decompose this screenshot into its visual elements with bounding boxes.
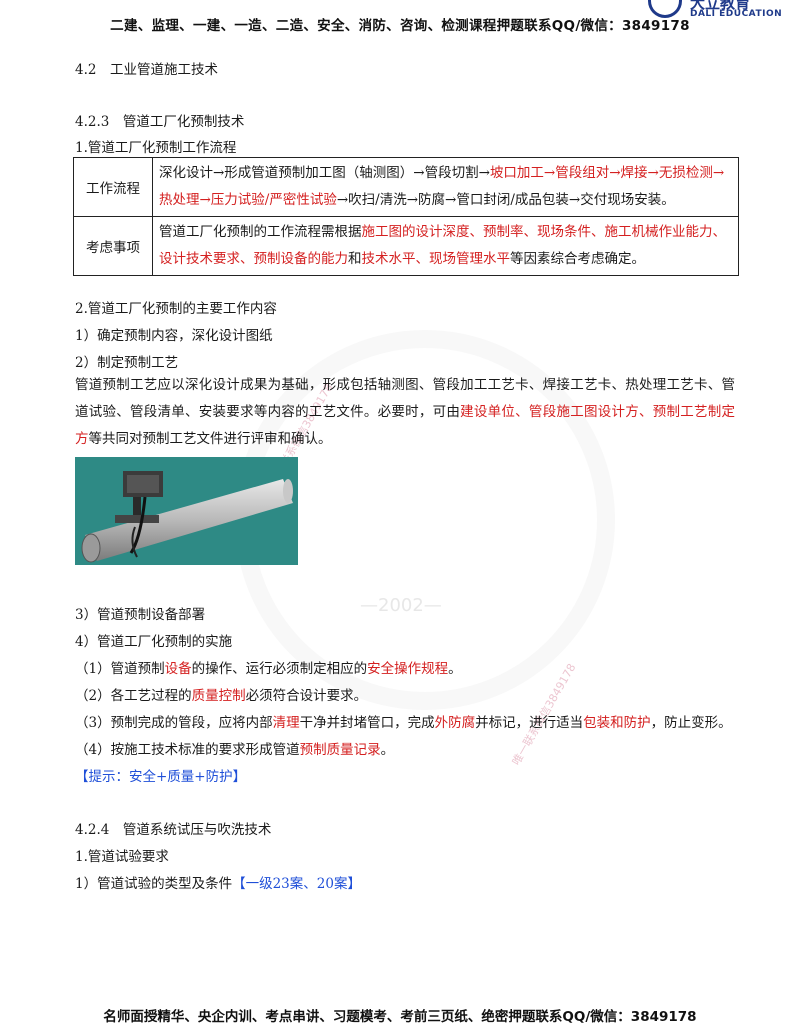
highlight-text: 清理 bbox=[272, 715, 300, 731]
list-item: （3）预制完成的管段，应将内部清理干净并封堵管口，完成外防腐并标记，进行适当包装… bbox=[75, 711, 732, 731]
table-key-cell: 考虑事项 bbox=[73, 216, 153, 276]
highlight-text: 坡口加工→管段组对→焊接→无损检测→热处理→压力试验/严密性试验 bbox=[159, 165, 725, 208]
text-span: 必须符合设计要求。 bbox=[245, 688, 368, 704]
list-item: （2）各工艺过程的质量控制必须符合设计要求。 bbox=[75, 684, 367, 704]
list-item: 1）管道试验的类型及条件【一级23案、20案】 bbox=[75, 872, 361, 892]
text-span: 干净并封堵管口，完成 bbox=[299, 715, 435, 731]
pipe-cutting-machine-icon bbox=[81, 471, 293, 563]
section-heading: 4.2.4 管道系统试压与吹洗技术 bbox=[75, 822, 272, 838]
text-span: 并标记，进行适当 bbox=[475, 715, 584, 731]
text-span: ，防止变形。 bbox=[650, 715, 732, 731]
list-item: （1）管道预制设备的操作、运行必须制定相应的安全操作规程。 bbox=[75, 657, 462, 677]
highlight-text: 设备 bbox=[164, 661, 192, 677]
highlight-text: 施工图的设计深度、预制率、现场条件、施工机械作业能力、设计技术要求、预制设备的能… bbox=[159, 224, 726, 267]
highlight-text: 包装和防护 bbox=[583, 715, 651, 731]
text-span: （3）预制完成的管段，应将内部 bbox=[75, 715, 273, 731]
highlight-text: 安全操作规程 bbox=[367, 661, 449, 677]
text-span: 的操作、运行必须制定相应的 bbox=[191, 661, 368, 677]
pipe-prefabrication-photo bbox=[75, 457, 298, 565]
text-span: 和 bbox=[348, 251, 362, 267]
text-span: 。 bbox=[380, 742, 395, 758]
subsection-title: 1.管道试验要求 bbox=[75, 849, 169, 865]
process-paragraph: 管道预制工艺应以深化设计成果为基础，形成包括轴测图、管段加工工艺卡、焊接工艺卡、… bbox=[75, 372, 735, 453]
logo-chinese-name: 大立教育 bbox=[690, 0, 751, 12]
page-header: 二建、监理、一建、一造、二造、安全、消防、咨询、检测课程押题联系QQ/微信：38… bbox=[0, 0, 800, 46]
highlight-text: 预制质量记录 bbox=[299, 742, 381, 758]
table-key-cell: 工作流程 bbox=[73, 157, 153, 217]
logo-mark-icon bbox=[648, 0, 682, 18]
table-value-cell: 管道工厂化预制的工作流程需根据施工图的设计深度、预制率、现场条件、施工机械作业能… bbox=[152, 216, 739, 276]
list-item: 3）管道预制设备部署 bbox=[75, 607, 206, 623]
list-item: 1）确定预制内容，深化设计图纸 bbox=[75, 328, 273, 344]
table-row: 考虑事项 管道工厂化预制的工作流程需根据施工图的设计深度、预制率、现场条件、施工… bbox=[73, 216, 739, 276]
text-span: 等共同对预制工艺文件进行评审和确认。 bbox=[88, 431, 332, 447]
brand-logo: 大立教育 DALI EDUCATION bbox=[646, 0, 796, 22]
subsection-title: 2.管道工厂化预制的主要工作内容 bbox=[75, 301, 277, 317]
table-value-cell: 深化设计→形成管道预制加工图（轴测图）→管段切割→坡口加工→管段组对→焊接→无损… bbox=[152, 157, 739, 217]
text-span: （1）管道预制 bbox=[75, 661, 165, 677]
watermark-year: —2002— bbox=[360, 595, 442, 616]
text-span: 深化设计→形成管道预制加工图（轴测图）→管段切割→ bbox=[159, 165, 490, 181]
text-span: （4）按施工技术标准的要求形成管道 bbox=[75, 742, 300, 758]
subsection-title: 1.管道工厂化预制工作流程 bbox=[75, 140, 237, 156]
text-span: （2）各工艺过程的 bbox=[75, 688, 192, 704]
text-span: 等因素综合考虑确定。 bbox=[510, 251, 645, 267]
highlight-text: 质量控制 bbox=[191, 688, 246, 704]
workflow-table: 工作流程 深化设计→形成管道预制加工图（轴测图）→管段切割→坡口加工→管段组对→… bbox=[73, 157, 739, 276]
logo-english-name: DALI EDUCATION bbox=[690, 9, 783, 19]
page-footer: 名师面授精华、央企内训、考点串讲、习题模考、考前三页纸、绝密押题联系QQ/微信：… bbox=[103, 1009, 697, 1025]
highlight-text: 外防腐 bbox=[434, 715, 476, 731]
text-span: 管道工厂化预制的工作流程需根据 bbox=[159, 224, 362, 240]
list-item: 2）制定预制工艺 bbox=[75, 355, 179, 371]
text-span: 1）管道试验的类型及条件 bbox=[75, 876, 233, 892]
text-span: 。 bbox=[448, 661, 462, 677]
table-row: 工作流程 深化设计→形成管道预制加工图（轴测图）→管段切割→坡口加工→管段组对→… bbox=[73, 157, 739, 217]
list-item: 4）管道工厂化预制的实施 bbox=[75, 634, 233, 650]
exam-reference-tag: 【一级23案、20案】 bbox=[232, 876, 361, 892]
tip-note: 【提示：安全+质量+防护】 bbox=[75, 769, 247, 785]
header-contact-text: 二建、监理、一建、一造、二造、安全、消防、咨询、检测课程押题联系QQ/微信：38… bbox=[110, 18, 690, 34]
section-heading: 4.2.3 管道工厂化预制技术 bbox=[75, 114, 245, 130]
section-heading: 4.2 工业管道施工技术 bbox=[75, 62, 218, 78]
text-span: 管道预制工艺应以深化设计成果为基础，形成包括轴测图、管段加工工艺卡、焊接工艺卡、… bbox=[75, 377, 735, 420]
text-span: →吹扫/清洗→防腐→管口封闭/成品包装→交付现场安装。 bbox=[336, 192, 675, 208]
highlight-text: 建设单位、管段施工图设计方、预制工艺制定方 bbox=[75, 404, 736, 447]
highlight-text: 技术水平、现场管理水平 bbox=[361, 251, 511, 267]
list-item: （4）按施工技术标准的要求形成管道预制质量记录。 bbox=[75, 738, 394, 758]
